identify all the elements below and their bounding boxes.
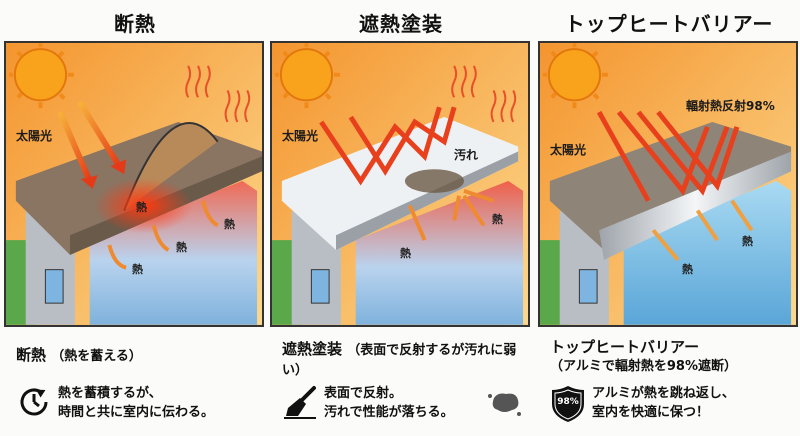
heat-label: 熱 — [492, 213, 503, 226]
description-subheading: （熱を蓄える） — [51, 349, 142, 364]
description-text: アルミが熱を跳ね返し、 室内を快適に保つ！ — [592, 384, 735, 422]
sun-icon — [8, 43, 74, 109]
description-heading: 断熱 — [16, 346, 47, 364]
insulation-illustration — [6, 43, 262, 325]
heat-label: 熱 — [224, 218, 235, 231]
description-title: 断熱 （熱を蓄える） — [16, 346, 266, 366]
sunlight-label: 太陽光 — [550, 143, 587, 157]
sunlight-label: 太陽光 — [282, 129, 319, 143]
sunlight-arrows — [57, 100, 122, 183]
badge-text: 98% — [557, 397, 579, 407]
heat-label: 熱 — [132, 263, 143, 276]
description-text: 熱を蓄積するが、 時間と共に室内に伝わる。 — [58, 384, 214, 422]
paint-illustration — [272, 43, 528, 325]
clock-icon — [20, 388, 48, 416]
description-line: 熱を蓄積するが、 — [58, 386, 162, 401]
description-text: 表面で反射。 汚れで性能が落ちる。 — [324, 384, 454, 422]
heat-barrier-illustration — [540, 43, 796, 325]
column-title: トップヒートバリアー — [564, 12, 774, 36]
description-heading: 遮熱塗装 — [282, 340, 343, 358]
column-title: 断熱 — [114, 12, 156, 36]
column-title: 遮熱塗装 — [359, 12, 443, 36]
sun-icon — [274, 43, 340, 109]
description-line: アルミが熱を跳ね返し、 — [592, 386, 735, 401]
aluminum-layer — [599, 151, 792, 260]
description-subheading: （アルミで輻射熱を98%遮断） — [550, 359, 737, 374]
description-line: 表面で反射。 — [324, 386, 403, 401]
illustration-panel: 太陽光 熱 熱 熱 熱 — [4, 41, 264, 327]
shield-icon: 98% — [550, 384, 586, 424]
heat-label: 熱 — [742, 235, 753, 248]
heat-label: 熱 — [176, 241, 187, 254]
description-heading: トップヒートバリアー — [550, 338, 700, 356]
description-line: 時間と共に室内に伝わる。 — [58, 405, 215, 420]
dirt-stain — [404, 169, 464, 193]
column-top-heat-barrier: トップヒートバリアー — [538, 0, 800, 436]
column-insulation: 断熱 — [4, 0, 266, 436]
illustration-panel: 太陽光 輻射熱反射98% 熱 熱 — [538, 41, 798, 327]
column-heat-shield-paint: 遮熱塗装 — [270, 0, 532, 436]
illustration-panel: 太陽光 汚れ 熱 熱 — [270, 41, 530, 327]
sunlight-label: 太陽光 — [16, 129, 53, 143]
heat-label: 熱 — [400, 247, 411, 260]
description-title: 遮熱塗装 （表面で反射するが汚れに弱い） — [282, 340, 532, 380]
heat-label: 熱 — [682, 263, 693, 276]
dirt-label: 汚れ — [454, 148, 479, 162]
paint-brush-icon — [284, 386, 316, 419]
reflection-label: 輻射熱反射98% — [686, 99, 775, 113]
heat-label: 熱 — [136, 201, 147, 214]
description-line: 汚れで性能が落ちる。 — [324, 405, 454, 420]
description-line: 室内を快適に保つ！ — [592, 405, 710, 420]
sun-icon — [542, 43, 608, 109]
dirt-stain-icon — [488, 393, 521, 416]
description-title: トップヒートバリアー （アルミで輻射熱を98%遮断） — [550, 338, 800, 376]
description-subheading: （表面で反射するが汚れに弱い） — [282, 343, 517, 378]
